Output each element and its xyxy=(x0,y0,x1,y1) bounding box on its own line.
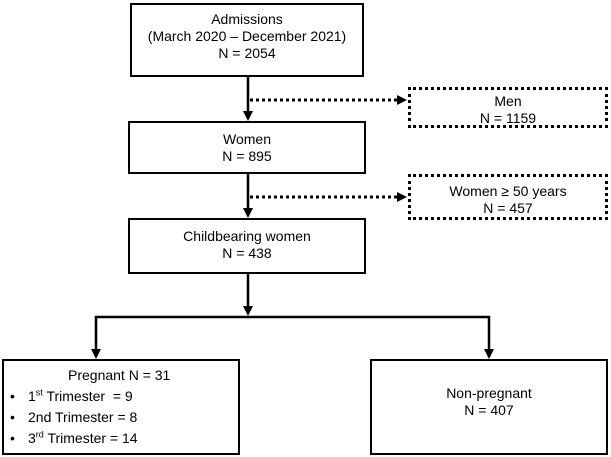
trimester-item: 2nd Trimester = 8 xyxy=(4,409,238,426)
men-box: Men N = 1159 xyxy=(408,87,608,128)
trimester-item: 3rd Trimester = 14 xyxy=(4,430,238,447)
childbearing-count: N = 438 xyxy=(222,245,272,261)
women-title: Women xyxy=(223,131,271,147)
non-pregnant-title: Non-pregnant xyxy=(446,385,532,401)
trimester-1-number: 1 xyxy=(28,388,36,404)
trimester-2-number: 2nd Trimester = 8 xyxy=(28,409,138,425)
childbearing-title: Childbearing women xyxy=(183,228,311,244)
women-over-50-box: Women ≥ 50 years N = 457 xyxy=(408,174,608,220)
non-pregnant-box: Non-pregnant N = 407 xyxy=(370,359,608,455)
admissions-box: Admissions (March 2020 – December 2021) … xyxy=(130,3,364,77)
admissions-period: (March 2020 – December 2021) xyxy=(147,28,347,44)
trimester-3-suffix: rd xyxy=(35,429,44,440)
trimester-3-text: Trimester = 14 xyxy=(43,430,138,446)
trimester-1-suffix: st xyxy=(35,387,43,398)
women-count: N = 895 xyxy=(222,148,272,164)
women-over-50-title: Women ≥ 50 years xyxy=(449,183,567,199)
admissions-count: N = 2054 xyxy=(218,45,276,61)
women-over-50-count: N = 457 xyxy=(483,200,533,216)
trimester-item: 1st Trimester = 9 xyxy=(4,388,238,405)
admissions-title: Admissions xyxy=(211,11,283,27)
trimester-1-text: Trimester = 9 xyxy=(42,388,133,404)
childbearing-box: Childbearing women N = 438 xyxy=(128,218,366,274)
men-count: N = 1159 xyxy=(479,110,537,126)
pregnant-title: Pregnant N = 31 xyxy=(68,367,171,383)
women-box: Women N = 895 xyxy=(128,121,366,174)
pregnant-box: Pregnant N = 31 1st Trimester = 9 2nd Tr… xyxy=(2,359,240,455)
non-pregnant-count: N = 407 xyxy=(464,402,514,418)
trimester-3-number: 3 xyxy=(28,430,36,446)
men-title: Men xyxy=(494,93,522,109)
